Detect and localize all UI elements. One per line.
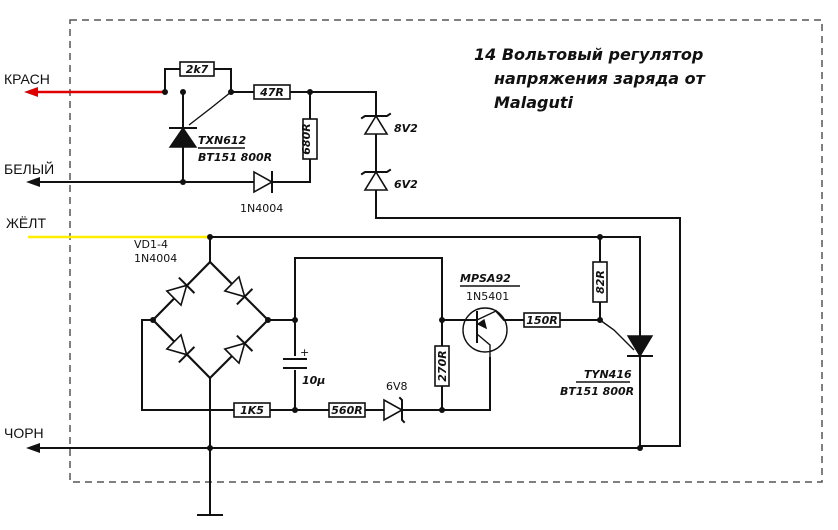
black-wire-arrow <box>26 443 40 453</box>
thyristor2-symbol <box>626 335 654 358</box>
resistor-47r <box>253 84 291 100</box>
diagram-title-line1: 14 Вольтовый регулятор <box>474 45 703 64</box>
junction <box>292 317 298 323</box>
thyristor2-label-a: TYN416 <box>584 368 632 381</box>
diagram-title-line2: напряжения заряда от <box>494 69 707 88</box>
zener-8v2-bar <box>360 112 392 120</box>
red-wire-arrow <box>24 87 38 97</box>
junction <box>307 89 313 95</box>
junction <box>162 89 168 95</box>
zener-6v2 <box>363 170 389 191</box>
resistor-1k5-label: 1K5 <box>240 404 264 417</box>
white-wire-arrow <box>26 177 40 187</box>
zener-6v8 <box>383 398 404 422</box>
capacitor-label: 10μ <box>302 374 325 387</box>
bridge-label-b: 1N4004 <box>134 252 177 265</box>
resistor-680r-label: 680R <box>300 123 313 154</box>
junction <box>637 445 643 451</box>
thyristor2-gate <box>599 319 635 351</box>
zener-6v8-label: 6V8 <box>386 380 408 393</box>
thyristor1-label-b: BT151 800R <box>198 151 272 164</box>
thyristor1-symbol <box>168 126 198 148</box>
wire-cap-rail <box>294 257 443 411</box>
zener-6v2-label: 6V2 <box>394 178 418 191</box>
zener-6v2-bar <box>360 168 392 176</box>
diode-1n4004-top-label: 1N4004 <box>240 202 283 215</box>
resistor-82r <box>592 261 608 303</box>
black-wire-label: ЧОРН <box>4 425 44 441</box>
thyristor2-label-b: BT151 800R <box>560 385 634 398</box>
wire-bridge-left <box>141 319 296 411</box>
resistor-2k7-label: 2k7 <box>186 63 209 76</box>
wire-transistor-emitter <box>494 309 601 321</box>
transistor-emitter <box>476 310 497 321</box>
transistor-label-a: MPSA92 <box>460 272 511 285</box>
zener-8v2-label: 8V2 <box>394 122 418 135</box>
capacitor-plus: + <box>300 346 309 359</box>
diode-1n4004-top <box>253 170 274 194</box>
resistor-560r-label: 560R <box>331 404 362 417</box>
yellow-wire-label: ЖЁЛТ <box>6 215 46 231</box>
bridge-diode-2 <box>223 275 254 306</box>
resistor-2k7 <box>179 61 215 77</box>
thyristor1-label-a: TXN612 <box>198 134 246 147</box>
resistor-560r <box>328 402 366 418</box>
transistor-emitter-arrow <box>476 318 488 330</box>
wire-zener-to-gate <box>375 217 681 447</box>
white-wire-label: БЕЛЫЙ <box>4 160 54 177</box>
resistor-150r <box>523 312 561 328</box>
resistor-270r-label: 270R <box>436 350 449 381</box>
junction <box>180 89 186 95</box>
zener-6v8-bar <box>398 396 406 424</box>
wire-transistor-collector <box>441 357 491 411</box>
resistor-1k5 <box>233 402 271 418</box>
bridge-label-a: VD1-4 <box>134 238 168 251</box>
resistor-270r <box>434 345 450 387</box>
bridge-diode-4 <box>223 334 254 365</box>
thyristor1-gate <box>188 91 232 126</box>
transistor-body <box>462 307 508 353</box>
junction <box>180 179 186 185</box>
transistor-collector <box>476 333 491 358</box>
resistor-680r <box>302 118 318 160</box>
transistor-label-b: 1N5401 <box>466 290 509 303</box>
junction <box>292 407 298 413</box>
resistor-47r-label: 47R <box>259 86 284 99</box>
junction <box>228 89 234 95</box>
resistor-150r-label: 150R <box>526 314 557 327</box>
bridge-diode-3 <box>165 333 196 364</box>
zener-8v2 <box>363 114 389 135</box>
regulator-enclosure <box>69 19 823 483</box>
bridge-diode-1 <box>165 276 196 307</box>
resistor-82r-label: 82R <box>594 270 607 294</box>
red-wire-label: КРАСН <box>4 71 50 87</box>
diagram-title-line3: Malaguti <box>494 93 573 112</box>
